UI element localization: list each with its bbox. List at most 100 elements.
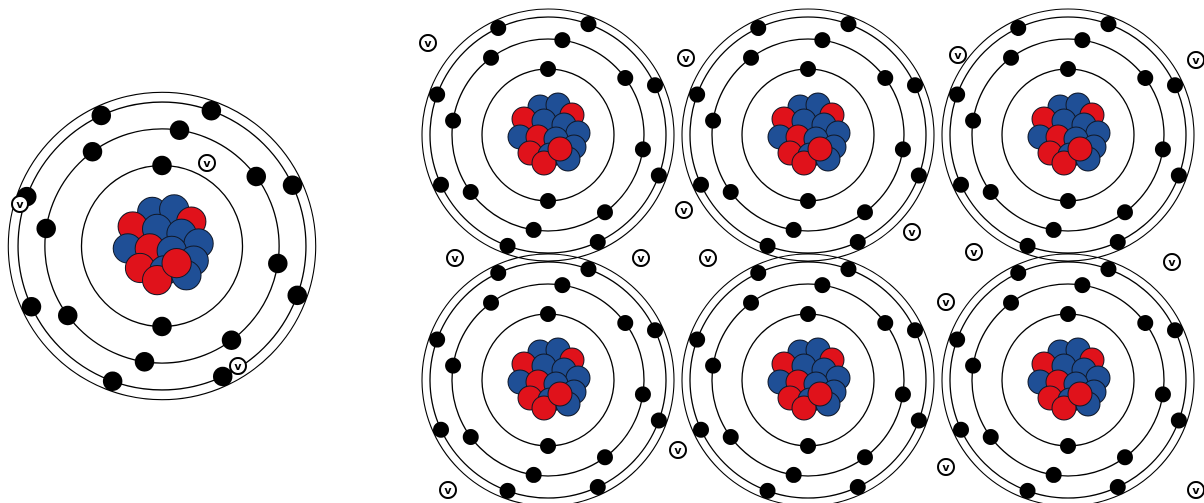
electron xyxy=(445,358,461,374)
electron xyxy=(1003,295,1019,311)
electron xyxy=(152,156,172,176)
free-electron-symbol: v xyxy=(942,296,950,309)
free-electron: v xyxy=(938,294,954,310)
electron xyxy=(287,286,307,306)
electron xyxy=(895,386,911,402)
electron xyxy=(1137,315,1153,331)
atom xyxy=(422,254,674,503)
electron xyxy=(1010,20,1026,36)
electron xyxy=(463,184,479,200)
atom xyxy=(8,92,315,399)
electron xyxy=(483,50,499,66)
electron xyxy=(965,358,981,374)
free-electron-symbol: v xyxy=(682,52,690,65)
electron xyxy=(433,177,449,193)
free-electron: v xyxy=(1188,482,1204,498)
electron xyxy=(590,479,606,495)
electron xyxy=(490,20,506,36)
electron xyxy=(554,277,570,293)
electron xyxy=(1060,438,1076,454)
electron xyxy=(705,113,721,129)
electron xyxy=(247,167,267,187)
electron xyxy=(170,120,190,140)
nucleus xyxy=(508,338,590,420)
electron xyxy=(750,20,766,36)
electron xyxy=(1117,204,1133,220)
electron xyxy=(689,87,705,103)
free-electron: v xyxy=(678,50,694,66)
electron xyxy=(429,87,445,103)
electron xyxy=(463,429,479,445)
electron xyxy=(647,77,663,93)
electron xyxy=(1060,306,1076,322)
free-electron-symbol: v xyxy=(424,37,432,50)
free-electron: v xyxy=(700,250,716,266)
electron xyxy=(92,106,112,126)
free-electron-symbol: v xyxy=(704,252,712,265)
electron xyxy=(1020,483,1036,499)
electron xyxy=(983,184,999,200)
electron xyxy=(907,77,923,93)
electron xyxy=(135,352,155,372)
free-electron: v xyxy=(230,358,246,374)
electron xyxy=(1100,16,1116,32)
electron xyxy=(483,295,499,311)
electron xyxy=(500,483,516,499)
free-electron-symbol: v xyxy=(1192,54,1200,67)
electron xyxy=(222,331,242,351)
electron xyxy=(750,265,766,281)
electron xyxy=(580,16,596,32)
electron xyxy=(433,422,449,438)
electron xyxy=(268,254,288,274)
electron xyxy=(1155,386,1171,402)
electron xyxy=(283,176,303,196)
atom xyxy=(942,254,1194,503)
electron xyxy=(597,204,613,220)
electron xyxy=(1060,61,1076,77)
free-electron-symbol: v xyxy=(203,157,211,170)
electron xyxy=(429,332,445,348)
electron xyxy=(554,32,570,48)
electron xyxy=(1171,412,1187,428)
free-electron-symbol: v xyxy=(444,484,452,497)
free-electron: v xyxy=(950,47,966,63)
free-electron-symbol: v xyxy=(954,49,962,62)
nucleus xyxy=(508,93,590,175)
electron xyxy=(895,141,911,157)
free-electron-symbol: v xyxy=(1192,484,1200,497)
electron xyxy=(814,277,830,293)
electron xyxy=(786,467,802,483)
electron xyxy=(953,422,969,438)
free-electron: v xyxy=(966,244,982,260)
electron xyxy=(800,193,816,209)
electron xyxy=(1100,261,1116,277)
atom xyxy=(682,9,934,261)
electron xyxy=(540,193,556,209)
free-electron: v xyxy=(12,196,28,212)
free-electron: v xyxy=(1164,254,1180,270)
atom xyxy=(942,9,1194,261)
electron xyxy=(635,141,651,157)
electron xyxy=(540,61,556,77)
free-electron-symbol: v xyxy=(908,226,916,239)
electron xyxy=(743,50,759,66)
electron xyxy=(911,412,927,428)
electron xyxy=(597,449,613,465)
electron xyxy=(814,32,830,48)
electron xyxy=(840,16,856,32)
electron xyxy=(949,332,965,348)
atoms-layer xyxy=(8,9,1194,503)
electron xyxy=(617,70,633,86)
free-electron-symbol: v xyxy=(680,204,688,217)
electron xyxy=(103,371,123,391)
proton xyxy=(808,137,832,161)
electron xyxy=(445,113,461,129)
electron xyxy=(36,219,56,239)
electron xyxy=(705,358,721,374)
free-electron-symbol: v xyxy=(234,360,242,373)
electron xyxy=(22,297,42,317)
electron xyxy=(1155,141,1171,157)
electron xyxy=(1074,32,1090,48)
free-electron: v xyxy=(440,482,456,498)
